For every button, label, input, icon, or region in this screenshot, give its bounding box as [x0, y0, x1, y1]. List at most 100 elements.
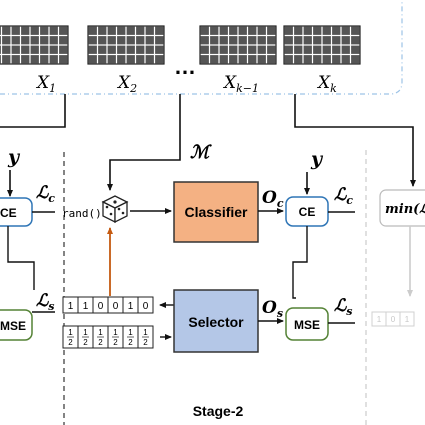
grid-cell	[219, 36, 228, 45]
grid-cell	[284, 26, 293, 35]
loss-s-label: ℒs	[334, 296, 352, 318]
grid-cell	[145, 45, 154, 54]
grid-cell	[229, 36, 238, 45]
grid-cell	[59, 55, 68, 64]
left-ce-label: CE	[0, 206, 17, 220]
grid-cell	[313, 45, 322, 54]
grid-cell	[59, 45, 68, 54]
grid-cell	[229, 45, 238, 54]
grid-cell	[88, 26, 97, 35]
grid-cell	[248, 36, 257, 45]
grid-cell	[248, 45, 257, 54]
grid-cell	[117, 45, 126, 54]
grid-cell	[126, 36, 135, 45]
grid-cell	[98, 45, 107, 54]
binary-value: 0	[98, 301, 104, 312]
mask-label: ℳ	[190, 142, 212, 163]
half-numerator: 1	[128, 328, 133, 337]
grid-cell	[257, 45, 266, 54]
grid-cell	[107, 36, 116, 45]
grid-cell	[49, 26, 58, 35]
grid-cell	[30, 45, 39, 54]
grid-cell	[303, 36, 312, 45]
grid-cell	[248, 26, 257, 35]
grid-cell	[145, 36, 154, 45]
grid-cell	[294, 36, 303, 45]
selector-label: Selector	[188, 314, 244, 330]
data-label-xk-1: Xk−1	[222, 73, 259, 95]
grid-cell	[303, 45, 312, 54]
grid-cell	[107, 55, 116, 64]
grid-cell	[313, 36, 322, 45]
grid-cell	[219, 45, 228, 54]
grid-cell	[126, 55, 135, 64]
grid-cell	[210, 36, 219, 45]
grid-cell	[248, 55, 257, 64]
grid-cell	[98, 36, 107, 45]
grid-cell	[200, 55, 209, 64]
grid-cell	[341, 36, 350, 45]
data-label-x2: X2	[116, 73, 137, 95]
grid-cell	[88, 55, 97, 64]
grid-cell	[40, 36, 49, 45]
grid-cell	[2, 45, 11, 54]
grid-cell	[267, 55, 276, 64]
grid-cell	[155, 55, 164, 64]
grid-cell	[200, 26, 209, 35]
grid-cell	[313, 55, 322, 64]
grid-cell	[238, 55, 247, 64]
grid-cell	[238, 36, 247, 45]
grid-cell	[238, 26, 247, 35]
grid-cell	[351, 45, 360, 54]
half-numerator: 1	[113, 328, 118, 337]
binary-value: 0	[143, 301, 149, 312]
ce-label: CE	[299, 205, 316, 219]
grid-cell	[351, 55, 360, 64]
left-ce-to-mse-link	[7, 226, 35, 290]
classifier-label: Classifier	[184, 204, 248, 220]
grid-cell	[98, 26, 107, 35]
data-grid-block	[87, 25, 165, 65]
half-denominator: 2	[113, 338, 118, 347]
grid-cell	[30, 36, 39, 45]
grid-cell	[21, 36, 30, 45]
grid-cell	[2, 36, 11, 45]
grid-cell	[313, 26, 322, 35]
grid-cell	[0, 26, 1, 35]
faded-bit-value: 1	[377, 315, 382, 324]
grid-cell	[21, 55, 30, 64]
stage-label: Stage-2	[193, 403, 244, 419]
grid-cell	[117, 55, 126, 64]
grid-cell	[341, 26, 350, 35]
grid-cell	[30, 26, 39, 35]
grid-cell	[136, 45, 145, 54]
grid-cell	[117, 26, 126, 35]
grid-cell	[126, 45, 135, 54]
grid-cell	[2, 26, 11, 35]
binary-cell	[137, 296, 154, 314]
grid-cell	[351, 26, 360, 35]
half-denominator: 2	[83, 338, 88, 347]
half-denominator: 2	[98, 338, 103, 347]
grid-cell	[88, 36, 97, 45]
grid-cell	[210, 26, 219, 35]
mse-box	[285, 307, 329, 341]
grid-cell	[351, 36, 360, 45]
grid-cell	[303, 26, 312, 35]
half-denominator: 2	[143, 338, 148, 347]
rand-label: rand()	[62, 207, 102, 220]
faded-bit-cell	[399, 311, 415, 327]
grid-cell	[107, 26, 116, 35]
grid-cell	[332, 36, 341, 45]
data-grid-block	[0, 25, 69, 65]
grid-cell	[200, 36, 209, 45]
grid-cell	[267, 26, 276, 35]
grid-cell	[117, 36, 126, 45]
grid-cell	[11, 55, 20, 64]
grid-cell	[267, 45, 276, 54]
grid-cell	[219, 55, 228, 64]
data-grid-block	[199, 25, 277, 65]
loss-c-label: ℒc	[334, 185, 353, 207]
